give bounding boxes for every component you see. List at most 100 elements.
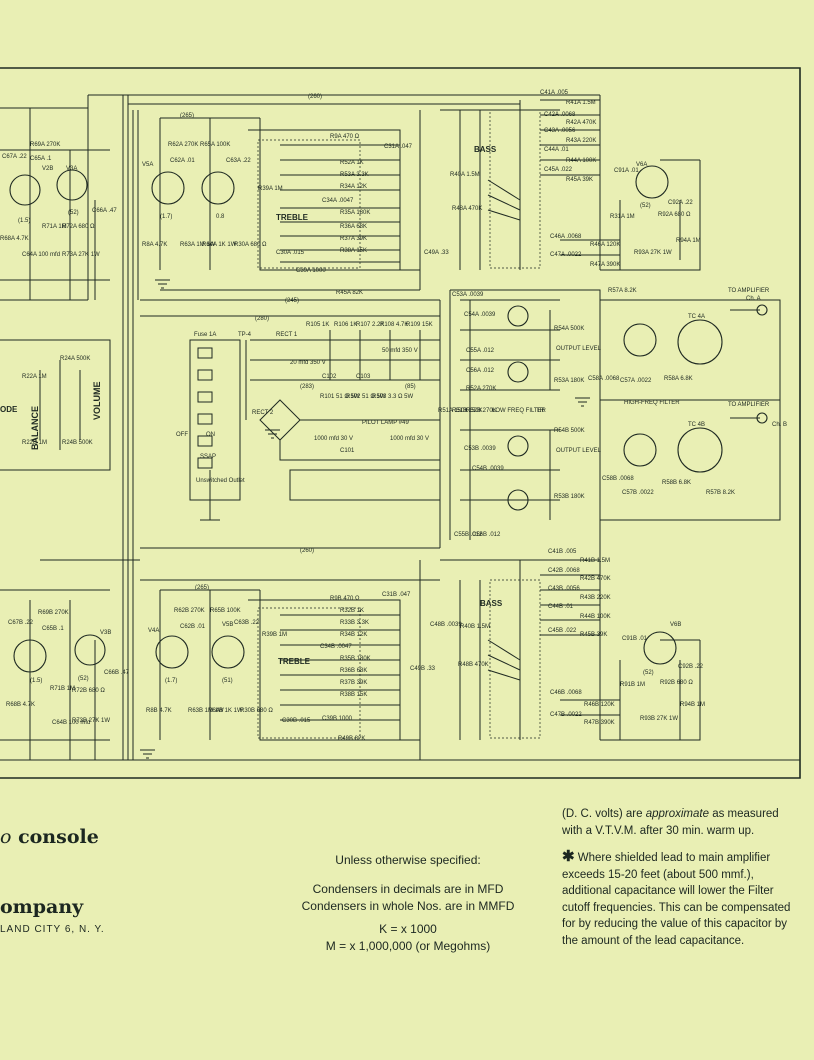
label-r31a: R31A 1M <box>610 214 635 220</box>
label-r53a-2: R53A 180K <box>554 378 584 384</box>
label-c62b: C62B .01 <box>180 624 206 630</box>
label-c56b: C56B .012 <box>472 532 501 538</box>
voltage-52-c: (52) <box>78 676 89 682</box>
tube-labels: V2B V3A V5A V6A V3B V4A V5B V6B <box>42 162 681 636</box>
label-r41b: R41B 1.5M <box>580 558 610 564</box>
label-output-level-a: OUTPUT LEVEL <box>556 346 602 352</box>
label-ch-b: Ch. B <box>772 422 787 428</box>
label-c102: C102 <box>322 374 337 380</box>
tubes-channel-b <box>13 631 677 673</box>
power-bus <box>0 94 800 761</box>
label-c39b: C39B 1000 <box>322 716 353 722</box>
label-r53a: R53A 3.3K <box>340 172 369 178</box>
label-r40a: R40A 1.5M <box>450 172 480 178</box>
label-r53b: R53B 180K <box>554 494 585 500</box>
label-r63b: R63B 1M 1W <box>188 708 224 714</box>
label-r94a: R94A 1M <box>676 238 701 244</box>
label-r92b: R92B 680 Ω <box>660 680 693 686</box>
label-pilot-lamp: PILOT LAMP #49 <box>362 420 409 426</box>
label-r42a: R42A 470K <box>566 120 596 126</box>
label-r46b: R46B 120K <box>584 702 615 708</box>
label-r69b: R69B 270K <box>38 610 69 616</box>
label-c46a: C46A .0068 <box>550 234 582 240</box>
label-c49a: C49A .33 <box>424 250 449 256</box>
note-shielded-lead: ✱ Where shielded lead to main amplifier … <box>562 848 794 949</box>
label-c56a: C56A .012 <box>466 368 495 374</box>
channel-b-section <box>159 520 701 760</box>
voltage-85: (85) <box>405 384 416 390</box>
label-fuse: Fuse 1A <box>194 332 216 338</box>
filter-section <box>449 289 781 540</box>
label-off: OFF <box>176 432 188 438</box>
label-volume: VOLUME <box>92 381 102 420</box>
filter-switch-hf-a <box>623 323 657 357</box>
label-r65b: R65B 100K <box>210 608 241 614</box>
tube-v2b-lower <box>13 639 47 673</box>
label-v6a: V6A <box>636 162 647 168</box>
label-c45a: C45A .022 <box>544 167 573 173</box>
label-c20mfd: 20 mfd 350 V <box>290 360 326 366</box>
tubes-channel-a <box>9 165 669 206</box>
label-r93a: R93A 27K 1W <box>634 250 672 256</box>
label-on: ON <box>206 432 215 438</box>
label-c41a: C41A .005 <box>540 90 569 96</box>
label-c34b: C34B .0047 <box>320 644 352 650</box>
label-c31a: C31A .047 <box>384 144 413 150</box>
label-r8a: R8A 4.7K <box>142 242 167 248</box>
label-r52a: R52A 1K <box>340 160 364 166</box>
label-r51a: R51A 150K <box>438 408 468 414</box>
label-c64a: C64A 100 mfd <box>22 252 60 258</box>
label-v3b: V3B <box>100 630 111 636</box>
label-c30a: C30A .015 <box>276 250 305 256</box>
label-r9b: R9B 470 Ω <box>330 596 360 602</box>
component-labels: R9A 470 Ω C31A .047 R52A 1K R53A 3.3K R3… <box>0 90 735 742</box>
tube-v5a-right <box>201 171 235 205</box>
filter-switch-a2 <box>507 361 529 383</box>
brand-address: LAND CITY 6, N. Y. <box>0 924 105 935</box>
label-r103: R103 3.3 Ω 5W <box>372 394 414 400</box>
frame-border <box>0 67 801 779</box>
label-treble-a: TREBLE <box>276 213 309 222</box>
schematic-diagram: (260) (265) (245) (280) (260) (265) (283… <box>0 67 801 779</box>
label-c47a: C47A .0022 <box>550 252 582 258</box>
tube-v4a <box>155 635 189 669</box>
label-r58a: R58A 6.8K <box>664 376 693 382</box>
label-r73b: R73B 27K 1W <box>72 718 110 724</box>
label-r108: R108 4.7K <box>380 322 408 328</box>
label-r64a: R64A 1K 1W <box>202 242 237 248</box>
voltage-260-mid: (260) <box>300 548 314 554</box>
label-c57a: C57A .0022 <box>620 378 652 384</box>
label-r63a: R63A 1M 1W <box>180 242 216 248</box>
note-condensers-decimals: Condensers in decimals are in MFD <box>312 882 504 896</box>
label-v4a: V4A <box>148 628 159 634</box>
label-r101: R101 51 Ω 5W <box>320 394 360 400</box>
label-c101: C101 <box>340 448 355 454</box>
label-r57a: R57A 8.2K <box>608 288 637 294</box>
label-c57b: C57B .0022 <box>622 490 654 496</box>
label-bass-b: BASS <box>480 599 503 608</box>
label-c64b: C64B 100 mfd <box>52 720 90 726</box>
label-r34a: R34A 12K <box>340 184 367 190</box>
label-c31b: C31B .047 <box>382 592 411 598</box>
tube-v2b <box>9 174 41 206</box>
brand-company: ompany <box>0 896 84 918</box>
label-c43b: C43B .0056 <box>548 586 580 592</box>
note-condensers-whole: Condensers in whole Nos. are in MMFD <box>301 899 515 913</box>
label-v2b: V2B <box>42 166 53 172</box>
filter-switch-hf-b <box>623 433 657 467</box>
voltage-265-top: (265) <box>180 113 194 119</box>
label-c43a: C43A .0056 <box>544 128 576 134</box>
brand-script-fragment: o <box>0 826 12 848</box>
label-r30a: R30A 680 Ω <box>234 242 267 248</box>
bridge-rectifier <box>259 399 301 441</box>
label-r22b: R22B 1M <box>22 440 47 446</box>
label-c53b: C53B .0039 <box>464 446 496 452</box>
label-c66a: C66A .47 <box>92 208 117 214</box>
label-r68a: R68A 4.7K <box>0 236 29 242</box>
label-r107: R107 2.2K <box>356 322 384 328</box>
filter-switch-a1 <box>507 305 529 327</box>
label-c92a: C92A .22 <box>668 200 693 206</box>
label-r36a: R36A 68K <box>340 224 367 230</box>
label-bass-a: BASS <box>474 145 497 154</box>
label-c39a: C39A 1000 <box>296 268 326 274</box>
